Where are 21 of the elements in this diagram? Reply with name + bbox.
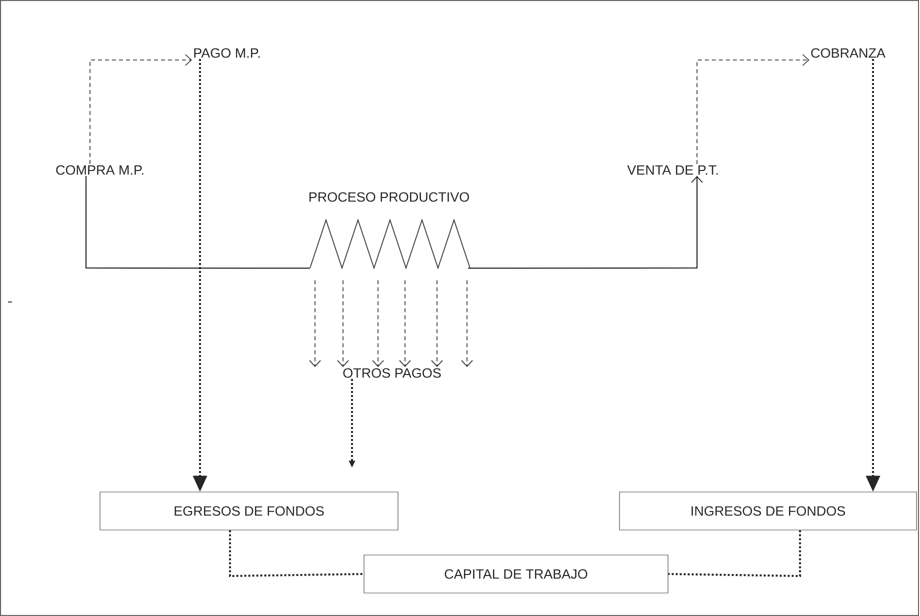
arrow: [696, 54, 810, 165]
arrow: [399, 280, 411, 368]
node-label: OTROS PAGOS: [343, 368, 441, 378]
arrow: [468, 176, 703, 269]
arrow: [337, 280, 349, 368]
node-label: COBRANZA: [811, 48, 886, 58]
arrow: [90, 54, 192, 164]
connector-line: [229, 530, 364, 578]
arrow: [309, 280, 321, 368]
arrow: [461, 280, 473, 368]
node-label: VENTA DE P.T.: [627, 165, 718, 175]
connector-line: [85, 176, 310, 269]
node-label: PAGO M.P.: [194, 48, 260, 58]
arrow: [431, 280, 443, 368]
fund-box: CAPITAL DE TRABAJO: [364, 554, 668, 594]
node-label: COMPRA M.P.: [56, 165, 144, 175]
process-label: PROCESO PRODUCTIVO: [309, 192, 469, 202]
connector-line: [668, 530, 801, 578]
arrow: [372, 280, 384, 368]
fund-box: INGRESOS DE FONDOS: [619, 492, 917, 530]
fund-box: EGRESOS DE FONDOS: [100, 492, 398, 530]
